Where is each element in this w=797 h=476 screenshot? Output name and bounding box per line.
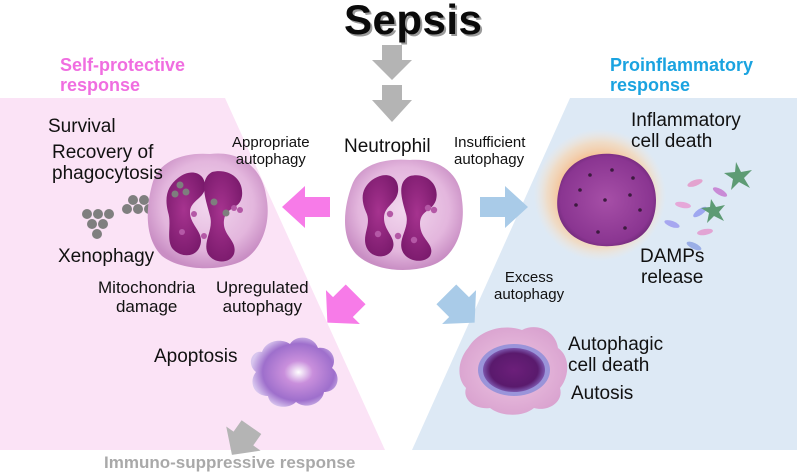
upregulated-autophagy-line2: autophagy — [222, 297, 303, 317]
insufficient-autophagy-line1: Insufficient — [454, 134, 526, 151]
mitochondria-damage-line1: Mitochondria — [98, 278, 196, 297]
inflammatory-cell-death-label: Inflammatory cell death — [631, 110, 741, 153]
neutrophil-center-icon — [345, 159, 463, 270]
damps-particles-icon — [664, 162, 752, 251]
recovery-label-line1: Recovery of — [52, 142, 154, 163]
survival-label: Survival — [48, 116, 116, 137]
neutrophil-label: Neutrophil — [344, 136, 431, 157]
excess-autophagy-line1: Excess — [504, 269, 554, 286]
self-protective-heading-line2: response — [60, 75, 141, 96]
inflammatory-cell-death-line2: cell death — [631, 131, 713, 153]
damps-release-line1: DAMPs — [640, 246, 705, 267]
arrow-bottom-gray — [226, 420, 262, 455]
upregulated-autophagy-line1: Upregulated — [216, 278, 309, 297]
inflammatory-cell-icon — [534, 129, 666, 261]
neutrophil-left-icon — [147, 153, 268, 269]
apoptosis-label: Apoptosis — [154, 346, 238, 367]
proinflammatory-heading: Proinflammatory response — [610, 55, 753, 95]
mitochondria-damage-label: Mitochondria damage — [98, 278, 195, 316]
diagram-title: Sepsis — [344, 0, 483, 43]
autophagic-cell-death-line1: Autophagic — [568, 334, 664, 355]
proinflammatory-heading-line2: response — [610, 75, 691, 96]
inflammatory-cell-death-line1: Inflammatory — [631, 110, 741, 131]
immuno-suppressive-label: Immuno-suppressive response — [104, 453, 356, 472]
excess-autophagy-line2: autophagy — [494, 285, 565, 303]
autosis-label: Autosis — [571, 383, 634, 404]
upregulated-autophagy-label: Upregulated autophagy — [216, 278, 309, 316]
arrow-left-pink — [282, 186, 330, 228]
damps-release-line2: release — [641, 267, 704, 289]
arrow-right-blue — [480, 186, 528, 228]
appropriate-autophagy-label: Appropriate autophagy — [232, 134, 310, 169]
autophagic-cell-death-label: Autophagic cell death — [568, 334, 663, 377]
arrow-down-sepsis — [372, 45, 412, 122]
appropriate-autophagy-line2: autophagy — [235, 150, 306, 168]
xenophagy-label: Xenophagy — [58, 246, 155, 267]
excess-autophagy-label: Excess autophagy — [494, 269, 565, 304]
insufficient-autophagy-line2: autophagy — [454, 150, 525, 168]
mitochondria-damage-line2: damage — [115, 297, 178, 317]
insufficient-autophagy-label: Insufficient autophagy — [454, 134, 526, 169]
damps-release-label: DAMPs release — [640, 246, 704, 289]
self-protective-heading-line1: Self-protective — [60, 55, 186, 75]
recovery-label-line2: phagocytosis — [52, 163, 163, 185]
appropriate-autophagy-line1: Appropriate — [232, 134, 310, 151]
self-protective-heading: Self-protective response — [60, 55, 185, 95]
autophagic-cell-icon — [459, 327, 568, 415]
apoptotic-cell-icon — [250, 337, 338, 407]
autophagic-cell-death-line2: cell death — [568, 355, 650, 377]
proinflammatory-heading-line1: Proinflammatory — [610, 55, 754, 75]
recovery-label: Recovery of phagocytosis — [52, 142, 163, 185]
